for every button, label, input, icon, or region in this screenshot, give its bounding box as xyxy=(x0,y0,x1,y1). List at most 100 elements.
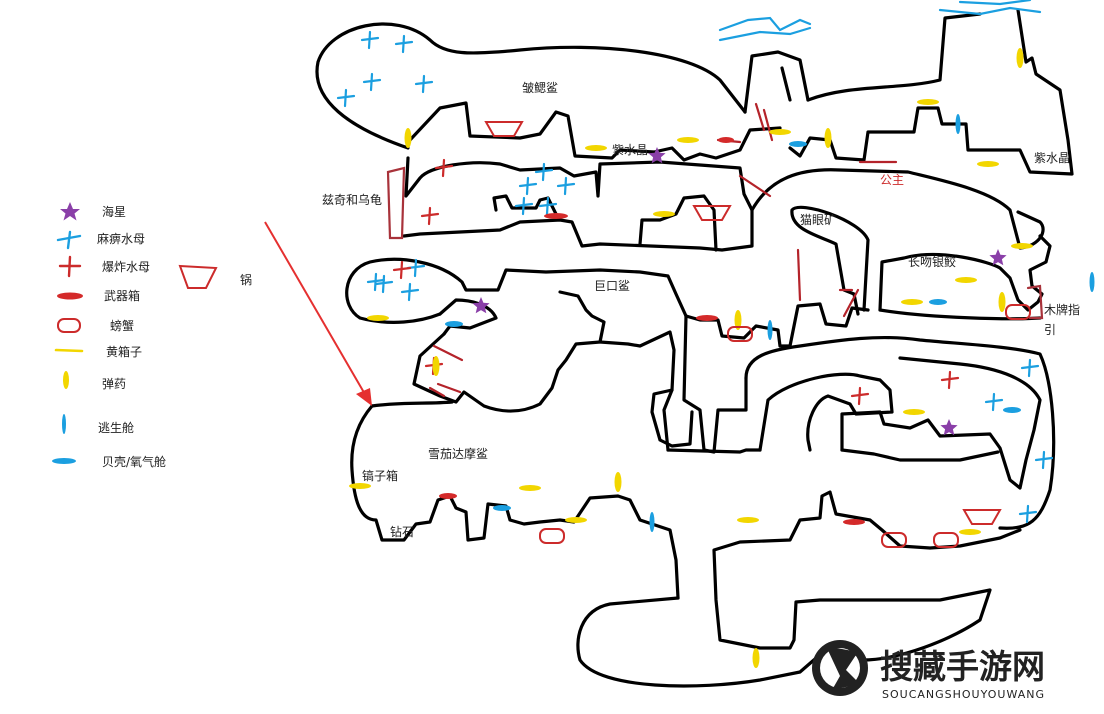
blue-jellyfish-marker xyxy=(1018,504,1038,524)
wall-megamouth-left xyxy=(412,290,606,413)
yellow-box-marker xyxy=(1011,243,1033,249)
blue-jellyfish-marker xyxy=(538,196,558,216)
wall-cigar-top xyxy=(370,400,454,408)
label-princess: 公主 xyxy=(880,173,904,187)
yellow-box-marker xyxy=(903,409,925,415)
legend-label-pot: 锅 xyxy=(240,272,252,287)
crab-marker xyxy=(727,326,753,342)
legend-row-ammo: 弹药 xyxy=(63,371,126,391)
shell-oxygen-marker xyxy=(1003,407,1021,413)
wall-long-nose-bottom xyxy=(878,308,1042,321)
legend-row-crab: 螃蟹 xyxy=(57,318,134,333)
blue-jellyfish-marker xyxy=(514,196,534,216)
wall-bottom-corridor xyxy=(576,490,1022,688)
crab-marker xyxy=(1005,304,1031,320)
ammo-icon xyxy=(63,371,69,389)
shell-oxygen-marker xyxy=(929,299,947,305)
legend-row-escape-pod: 逃生舱 xyxy=(62,414,134,435)
wall-channel-c2 xyxy=(650,388,694,448)
yellow-box-marker xyxy=(585,145,607,151)
shell-oxygen-icon xyxy=(52,458,76,464)
label-purple-crystal-1: 紫水晶 xyxy=(612,143,648,157)
legend-row-shell-oxygen: 贝壳/氧气舱 xyxy=(52,454,166,469)
weapon-box-marker xyxy=(439,493,457,499)
wall-top-right xyxy=(788,8,1074,176)
arrow-shaft xyxy=(264,221,367,397)
wall-jelly-pocket-b xyxy=(438,298,498,336)
pot-marker xyxy=(962,509,1002,525)
blue-jellyfish-icon xyxy=(56,230,82,250)
yellow-box-marker xyxy=(959,529,981,535)
ammo-marker xyxy=(614,472,622,492)
legend-label-starfish: 海星 xyxy=(102,204,126,219)
blue-jellyfish-marker xyxy=(394,34,414,54)
yellow-box-marker xyxy=(519,485,541,491)
starfish-marker xyxy=(940,419,958,436)
yellow-box-marker xyxy=(677,137,699,143)
wall-jelly-pocket xyxy=(345,257,688,324)
wall-cat-eye xyxy=(750,168,1045,250)
yellow-box-marker xyxy=(955,277,977,283)
ammo-marker xyxy=(432,356,440,376)
water-marks xyxy=(718,0,1042,42)
starfish-marker xyxy=(472,297,490,314)
label-cat-eye: 猫眼矿 xyxy=(800,213,836,227)
pot-icon xyxy=(178,264,218,289)
yellow-box-icon xyxy=(54,348,84,353)
label-pickaxe-box: 镐子箱 xyxy=(362,468,398,483)
crab-marker xyxy=(881,532,907,548)
legend-row-weapon-box: 武器箱 xyxy=(57,288,140,303)
pot-marker xyxy=(484,121,524,137)
blue-jellyfish-marker xyxy=(360,30,380,50)
blue-jellyfish-marker xyxy=(518,176,538,196)
crab-icon xyxy=(57,318,81,333)
passage-line xyxy=(762,108,774,142)
escape-pod-marker xyxy=(955,114,961,134)
label-cigar-shark: 雪茄达摩鲨 xyxy=(428,446,488,461)
wall-cigar-right-top xyxy=(666,448,762,454)
blue-jellyfish-marker xyxy=(366,272,386,292)
legend-label-red-jellyfish: 爆炸水母 xyxy=(102,260,150,274)
door-zizi xyxy=(386,166,406,240)
passage-line xyxy=(432,344,464,362)
label-wood-sign-1: 木牌指 xyxy=(1044,302,1080,317)
escape-pod-icon xyxy=(62,414,66,434)
wall-lower-right-inner-c xyxy=(840,448,1000,462)
red-jellyfish-icon xyxy=(58,255,82,278)
legend-label-yellow-box: 黄箱子 xyxy=(106,344,142,359)
legend-label-blue-jellyfish: 麻痹水母 xyxy=(97,231,145,246)
pointer-arrow xyxy=(264,221,372,406)
blue-jellyfish-marker xyxy=(1034,450,1054,470)
legend: 海星 麻痹水母 爆炸水母 武器箱 螃蟹 黄箱子 弹药 xyxy=(52,202,252,469)
blue-jellyfish-marker xyxy=(400,282,420,302)
blue-jellyfish-marker xyxy=(556,176,576,196)
legend-label-escape-pod: 逃生舱 xyxy=(98,421,134,435)
ammo-marker xyxy=(1016,48,1024,68)
blue-jellyfish-marker xyxy=(336,88,356,108)
legend-row-pot: 锅 xyxy=(178,264,252,289)
shell-oxygen-marker xyxy=(445,321,463,327)
watermark-title: 搜藏手游网 xyxy=(880,647,1045,686)
wall-lower-right-inner xyxy=(758,372,894,452)
map-items xyxy=(336,30,1095,668)
weapon-box-marker xyxy=(696,315,718,321)
yellow-box-marker xyxy=(917,99,939,105)
shell-oxygen-marker xyxy=(493,505,511,511)
legend-label-crab: 螃蟹 xyxy=(110,318,134,333)
weapon-box-marker xyxy=(718,137,734,143)
weapon-box-marker xyxy=(544,213,568,219)
legend-row-blue-jellyfish: 麻痹水母 xyxy=(56,230,145,250)
watermark: 搜藏手游网 SOUCANGSHOUYOUWANG xyxy=(812,640,1045,701)
door-wood-sign xyxy=(1026,284,1044,320)
ammo-marker xyxy=(998,292,1006,312)
crab-marker xyxy=(539,528,565,544)
legend-label-shell-oxygen: 贝壳/氧气舱 xyxy=(102,454,166,469)
weapon-box-icon xyxy=(57,292,83,300)
wall-top-channel-a xyxy=(743,50,810,114)
wall-megamouth-right xyxy=(684,302,870,348)
water-scribble xyxy=(718,16,812,32)
blue-jellyfish-marker xyxy=(1020,358,1040,378)
red-passages xyxy=(386,102,1044,398)
red-jellyfish-marker xyxy=(420,206,440,226)
watermark-subtitle: SOUCANGSHOUYOUWANG xyxy=(882,688,1045,701)
